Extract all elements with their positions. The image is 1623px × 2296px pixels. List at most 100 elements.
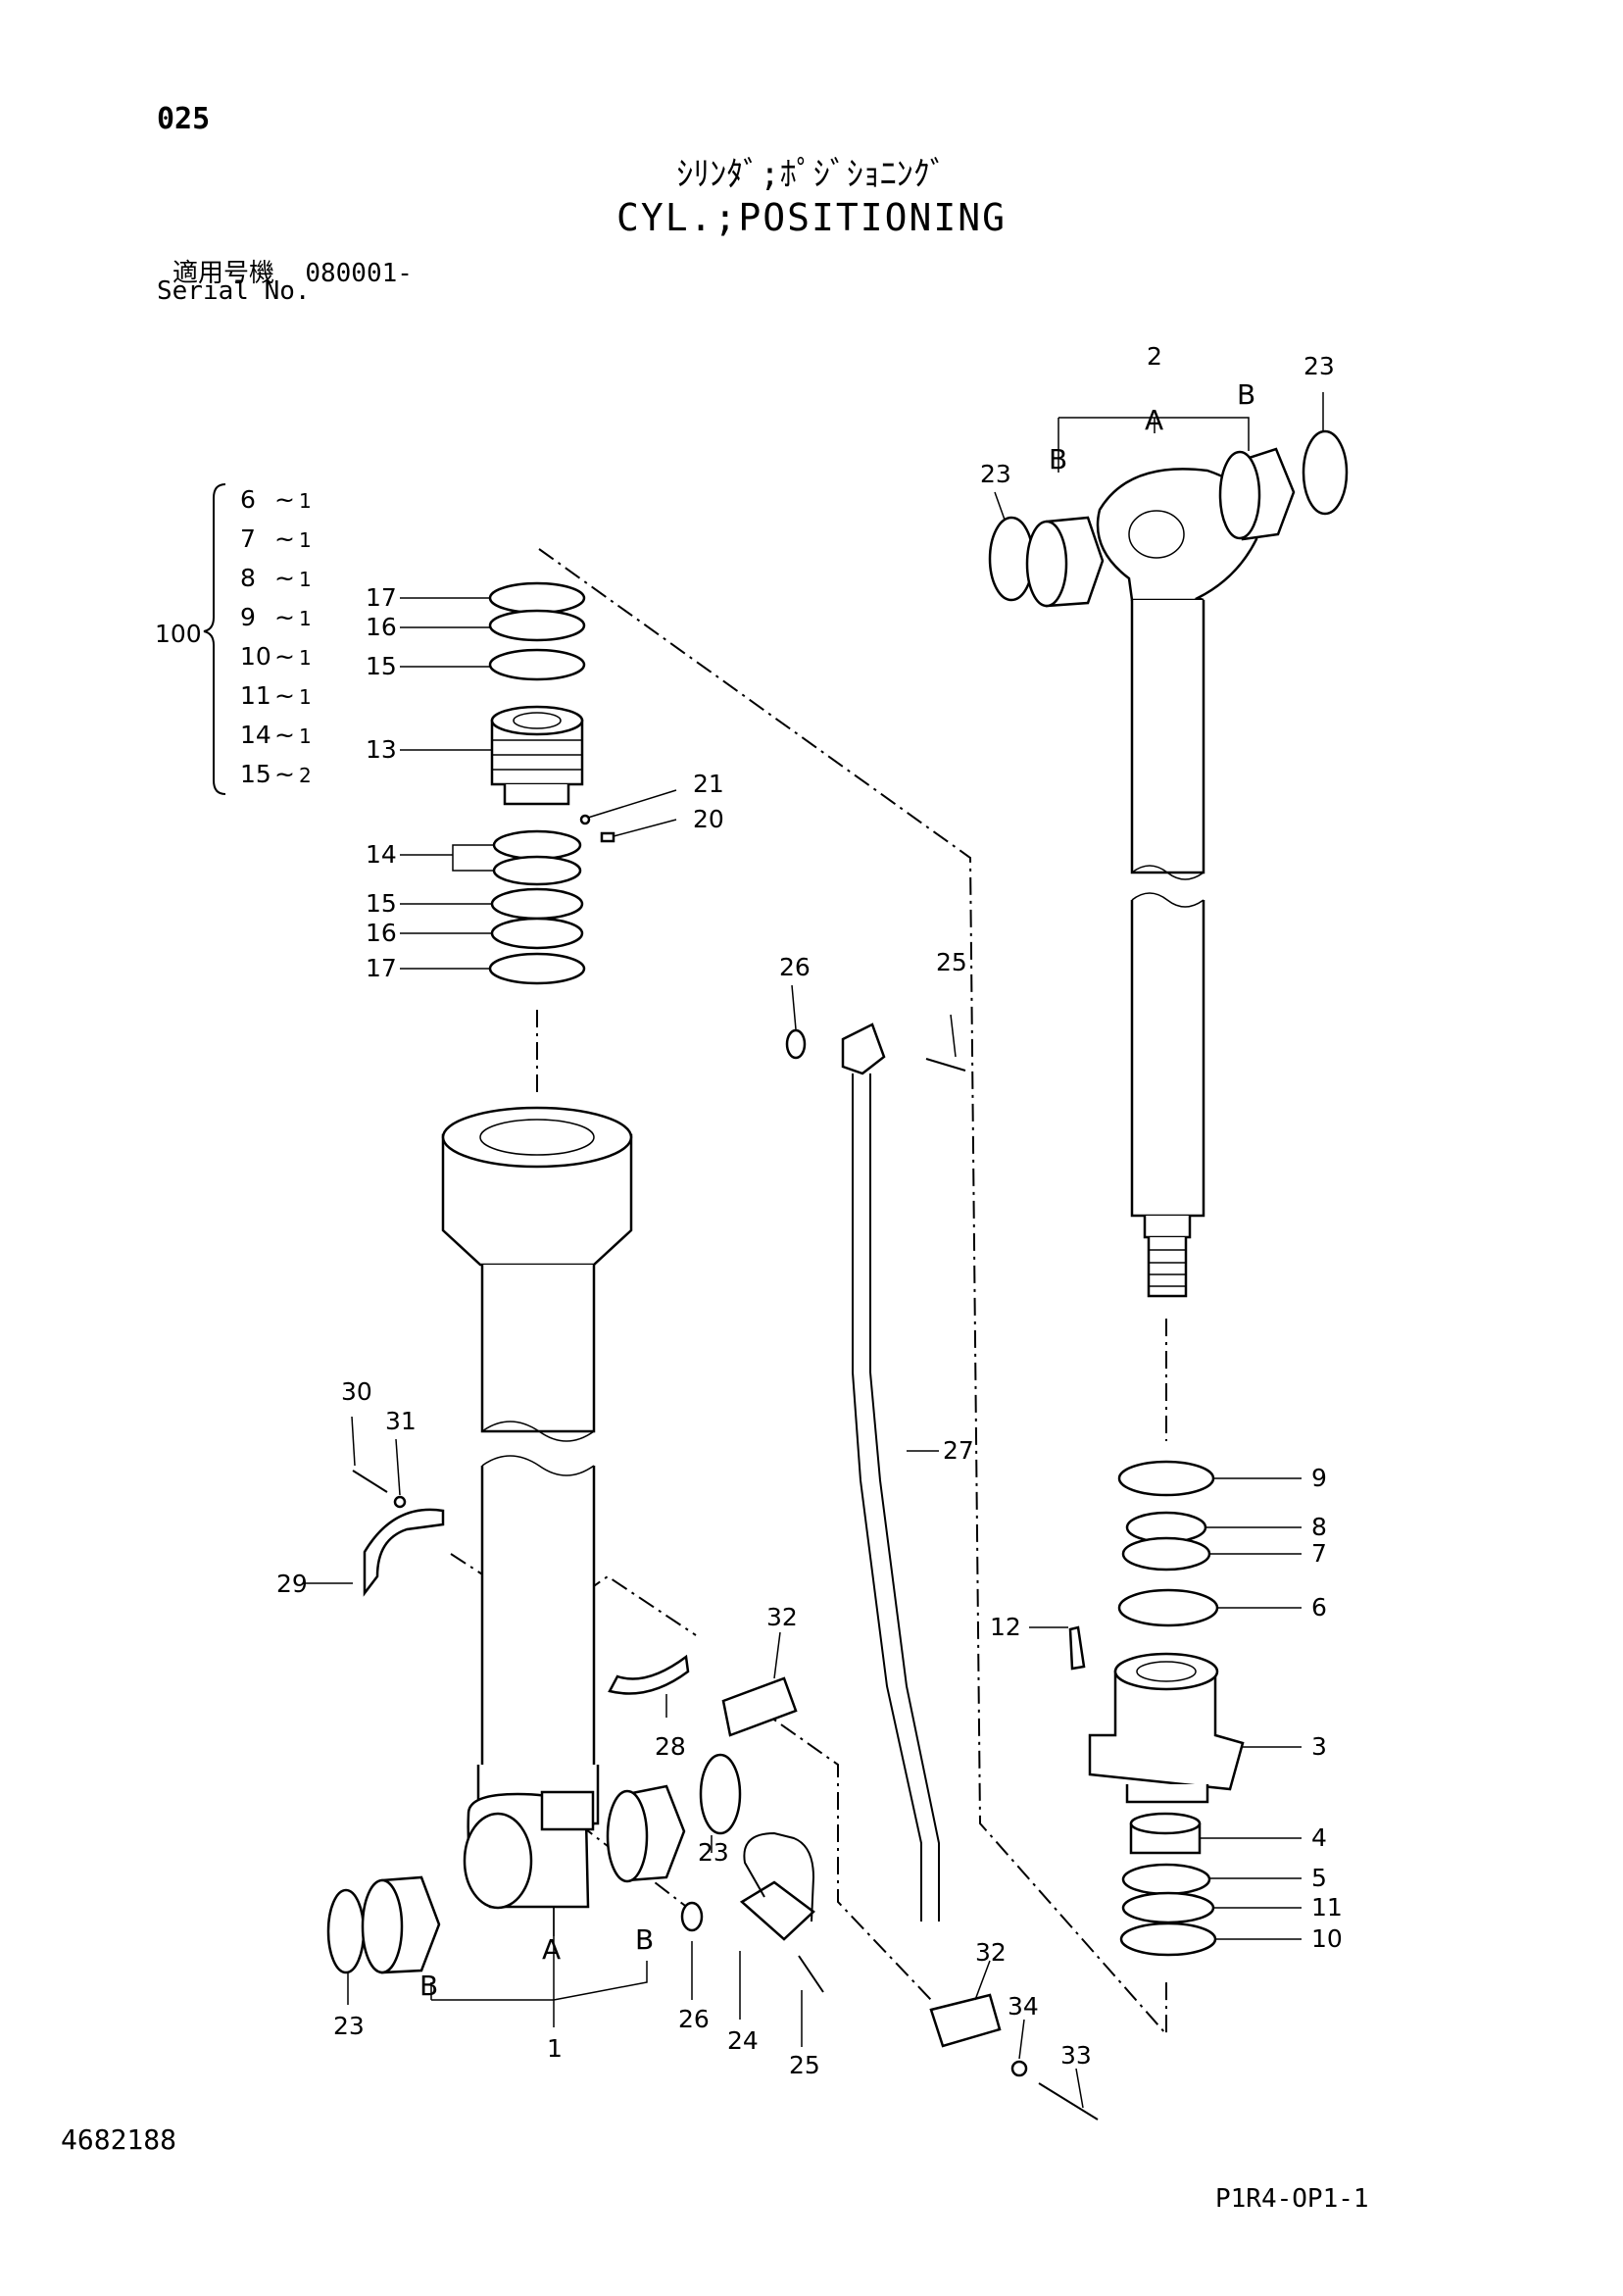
bolt-12 [1068, 1625, 1086, 1671]
ring-16-top [488, 609, 586, 642]
seal-9 [1117, 1460, 1215, 1497]
tube-flange-bore [479, 1119, 595, 1156]
clamp-29 [363, 1508, 445, 1597]
callout-6: 6 [1311, 1593, 1327, 1622]
rod-break-top [1131, 865, 1205, 880]
leader-14 [400, 844, 494, 872]
kit-item-tilde: ~ [274, 642, 295, 671]
callout-23-right: 23 [698, 1838, 729, 1867]
bracket-32-upper [721, 1676, 798, 1737]
kit-item-qty: 1 [299, 685, 312, 709]
flange-block-26 [841, 1023, 886, 1075]
tube-upper-body [480, 1265, 596, 1433]
kit-item-qty: 1 [299, 489, 312, 513]
leader-30 [351, 1416, 356, 1467]
leader-33 [1075, 2068, 1084, 2109]
leader-31 [395, 1438, 401, 1496]
seal-5 [1121, 1863, 1211, 1896]
bolt-30 [352, 1470, 388, 1493]
callout-25-top: 25 [936, 948, 967, 976]
flange-block-24 [739, 1880, 815, 1941]
serial-label-jp: 適用号機 [172, 259, 275, 288]
kit-item-qty: 1 [299, 528, 312, 552]
callout-23-rod-right: 23 [1303, 352, 1335, 380]
callout-32-lower: 32 [975, 1938, 1007, 1967]
callout-26-top: 26 [779, 953, 811, 981]
callout-2: 2 [1147, 342, 1162, 371]
label-b-rod-right: B [1237, 378, 1255, 411]
oring-26-bottom [680, 1901, 704, 1932]
serial-label-japanese: 適用号機 080001- [172, 253, 413, 289]
piston-top-face [490, 705, 584, 736]
kit-item-tilde: ~ [274, 485, 295, 514]
bushing-right-face [606, 1789, 649, 1883]
callout-9: 9 [1311, 1464, 1327, 1492]
callout-1: 1 [547, 2034, 563, 2063]
pipe-bracket-centerline [754, 1705, 932, 2001]
label-a-rod: A [1145, 404, 1163, 436]
piston-nut [503, 784, 570, 806]
ring-17-top [488, 581, 586, 615]
rod-bushing-left-face [1025, 520, 1068, 608]
kit-item-qty: 1 [299, 568, 312, 591]
oring-26-top [785, 1028, 807, 1060]
callout-8: 8 [1311, 1513, 1327, 1541]
rod-head-top-face [1113, 1652, 1219, 1691]
rod-head-3 [1088, 1670, 1245, 1791]
rod-thread [1147, 1237, 1188, 1298]
leader-34 [1018, 2019, 1025, 2060]
page-code: P1R4-OP1-1 [1215, 2184, 1369, 2214]
kit-item-part: 10 [240, 642, 271, 671]
ball-21 [579, 814, 591, 825]
callout-21: 21 [693, 770, 724, 798]
ring-14-b [492, 855, 582, 886]
bolt-25-bottom [798, 1955, 824, 1993]
kit-item-tilde: ~ [274, 524, 295, 553]
callout-4: 4 [1311, 1823, 1327, 1852]
seal-7 [1121, 1536, 1211, 1572]
kit-item-part: 15 [240, 760, 271, 788]
drawing-number: 4682188 [61, 2123, 177, 2156]
kit-item-part: 11 [240, 681, 271, 710]
callout-17-top: 17 [366, 583, 397, 612]
serial-label-english: Serial No. [157, 276, 311, 306]
piston-assembly [488, 581, 615, 985]
ring-16-bottom [490, 917, 584, 950]
rod-eye-2 [1096, 468, 1259, 602]
kit-item-tilde: ~ [274, 564, 295, 592]
kit-item-qty: 1 [299, 646, 312, 670]
clamp-28 [608, 1654, 690, 1695]
callout-labels: 17 16 15 13 21 20 14 15 16 17 2 23 23 A … [276, 342, 1343, 2079]
pipe-27 [852, 1073, 922, 1922]
ring-15-top [488, 648, 586, 681]
pipe-27-edge [869, 1073, 940, 1922]
callout-29: 29 [276, 1570, 308, 1598]
callout-20: 20 [693, 805, 724, 833]
leader-2 [1057, 417, 1250, 473]
serial-value: 080001- [305, 259, 413, 288]
callout-12: 12 [990, 1613, 1021, 1641]
callout-13: 13 [366, 735, 397, 764]
kit-item-tilde: ~ [274, 603, 295, 631]
kit-item-tilde: ~ [274, 721, 295, 749]
kit-item-tilde: ~ [274, 760, 295, 788]
leader-1 [430, 1907, 648, 2027]
bushing-4-top [1129, 1812, 1202, 1835]
tube-eye-bore [463, 1812, 533, 1910]
callout-32-upper: 32 [766, 1603, 798, 1631]
leader-25-top [950, 1014, 957, 1058]
callout-33: 33 [1060, 2041, 1092, 2070]
leader-20 [613, 819, 677, 837]
rod-head-assembly [1068, 1460, 1245, 1957]
kit-item-part: 14 [240, 721, 271, 749]
callout-16-top: 16 [366, 613, 397, 641]
callout-15-bottom: 15 [366, 889, 397, 918]
callout-17-bottom: 17 [366, 954, 397, 982]
callout-31: 31 [385, 1407, 417, 1435]
callout-25-bottom: 25 [789, 2051, 820, 2079]
bushing-left-face [361, 1878, 404, 1974]
callout-16-bottom: 16 [366, 919, 397, 947]
title-english: CYL.;POSITIONING [615, 196, 1008, 239]
callout-26-bottom: 26 [678, 2005, 710, 2033]
seal-11 [1121, 1891, 1215, 1924]
